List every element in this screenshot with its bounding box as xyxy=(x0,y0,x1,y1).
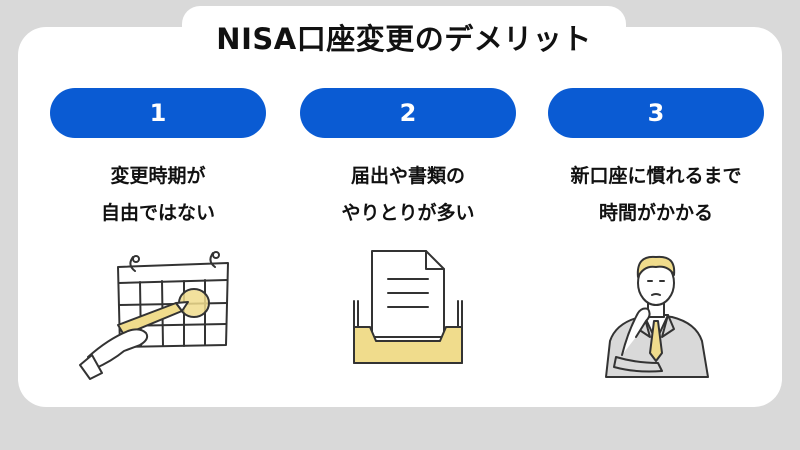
item-label-line1: 届出や書類の xyxy=(350,165,465,187)
item-label-line2: 自由ではない xyxy=(100,202,215,224)
item-label: 変更時期が 自由ではない xyxy=(40,158,276,232)
demerit-item-3: 3 新口座に慣れるまで 時間がかかる xyxy=(548,0,764,450)
calendar-icon xyxy=(79,251,229,380)
demerit-item-2: 2 届出や書類の やりとりが多い xyxy=(300,0,516,450)
item-label: 新口座に慣れるまで 時間がかかる xyxy=(538,158,774,232)
item-label: 届出や書類の やりとりが多い xyxy=(290,158,526,232)
item-label-line2: やりとりが多い xyxy=(341,202,475,224)
title-tab: NISA口座変更のデメリット xyxy=(182,6,626,68)
number-badge: 3 xyxy=(548,88,764,138)
document-tray-icon xyxy=(353,250,463,364)
item-label-line1: 変更時期が xyxy=(110,165,206,187)
item-label-line1: 新口座に慣れるまで xyxy=(570,165,742,187)
item-label-line2: 時間がかかる xyxy=(598,202,713,224)
number-badge: 2 xyxy=(300,88,516,138)
demerit-item-1: 1 変更時期が 自由ではない xyxy=(50,0,266,450)
thinking-businessman-icon xyxy=(605,255,709,378)
page-title: NISA口座変更のデメリット xyxy=(216,22,592,56)
number-badge: 1 xyxy=(50,88,266,138)
